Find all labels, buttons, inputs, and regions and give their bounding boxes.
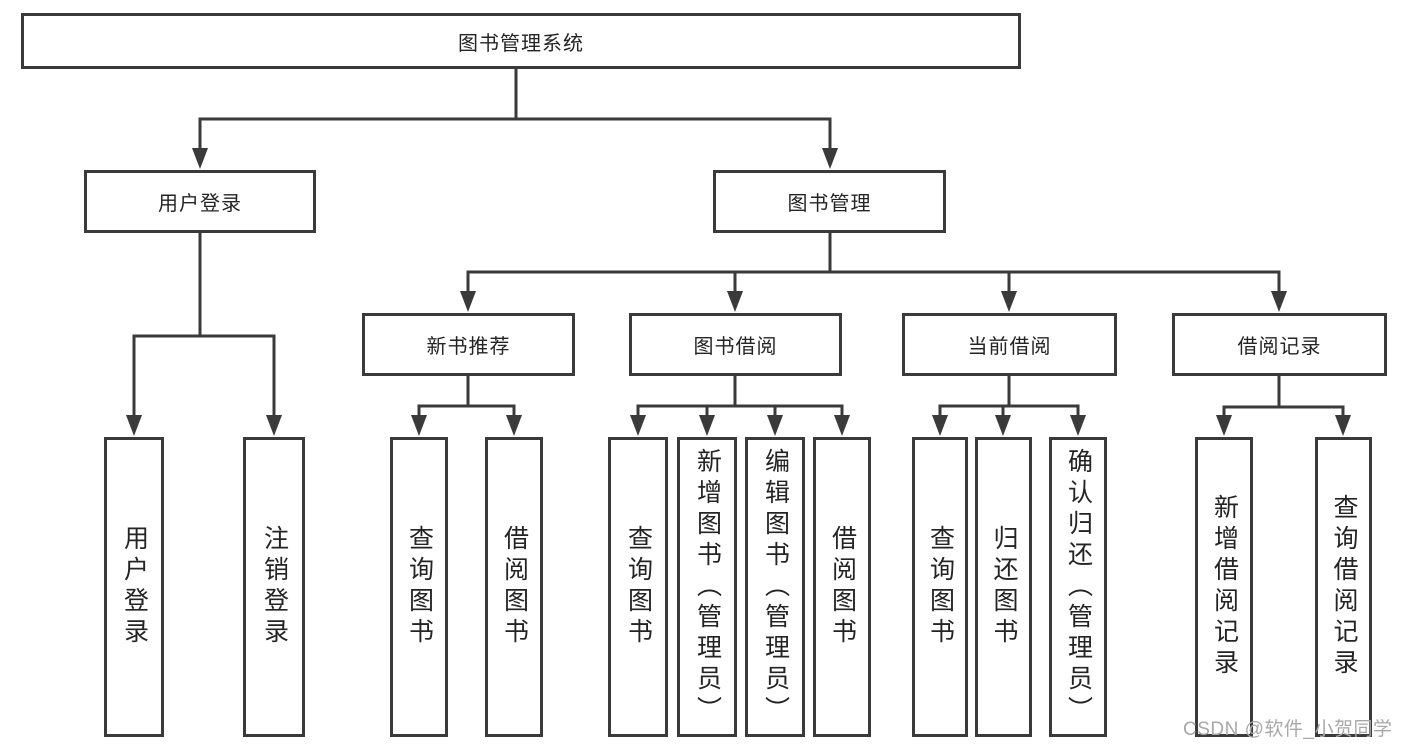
connector-current-borrow-children (938, 374, 1080, 420)
node-nb-query-books: 查询图书 (390, 437, 448, 737)
arrow-down-icon (995, 415, 1011, 436)
node-br-add-record: 新增借阅记录 (1195, 437, 1253, 737)
arrow-down-icon (630, 415, 646, 436)
arrow-down-icon (192, 148, 208, 169)
connector-new-book-children (417, 374, 516, 420)
connector-root-to-level2 (198, 67, 832, 152)
connector-user-login-children (132, 231, 276, 420)
node-book-borrow: 图书借阅 (629, 313, 842, 376)
node-borrow-records: 借阅记录 (1172, 313, 1387, 376)
node-bb-edit-books-admin: 编辑图书（管理员） (745, 437, 805, 737)
node-bb-borrow-books: 借阅图书 (813, 437, 871, 737)
node-bb-add-books-admin: 新增图书（管理员） (677, 437, 737, 737)
node-cb-confirm-return-admin: 确认归还（管理员） (1049, 437, 1107, 737)
connector-borrow-records-children (1222, 374, 1345, 420)
arrow-down-icon (460, 291, 476, 312)
arrow-down-icon (834, 415, 850, 436)
arrow-down-icon (767, 415, 783, 436)
arrow-down-icon (1216, 415, 1232, 436)
node-user-login: 用户登录 (84, 170, 316, 233)
arrow-down-icon (1070, 415, 1086, 436)
node-root-system: 图书管理系统 (21, 13, 1021, 69)
arrow-down-icon (1271, 291, 1287, 312)
arrow-down-icon (822, 148, 838, 169)
node-cb-return-books: 归还图书 (975, 437, 1032, 737)
arrow-down-icon (411, 415, 427, 436)
node-bb-query-books: 查询图书 (608, 437, 668, 737)
connector-book-borrow-children (636, 374, 844, 420)
node-book-management: 图书管理 (713, 170, 946, 233)
arrow-down-icon (266, 415, 282, 436)
node-nb-borrow-books: 借阅图书 (485, 437, 543, 737)
node-cb-query-books: 查询图书 (912, 437, 968, 737)
arrow-down-icon (699, 415, 715, 436)
arrow-down-icon (506, 415, 522, 436)
arrow-down-icon (126, 415, 142, 436)
node-new-book-recommend: 新书推荐 (362, 313, 575, 376)
node-user-login-leaf: 用户登录 (104, 437, 164, 737)
arrowheads (126, 148, 1351, 436)
connector-book-mgmt-to-level3 (466, 231, 1281, 296)
arrow-down-icon (727, 291, 743, 312)
arrow-down-icon (932, 415, 948, 436)
arrow-down-icon (1335, 415, 1351, 436)
csdn-watermark: CSDN @软件_小贺同学 (1183, 719, 1393, 740)
node-logout: 注销登录 (243, 437, 305, 737)
node-current-borrow: 当前借阅 (902, 313, 1117, 376)
arrow-down-icon (1001, 291, 1017, 312)
node-br-query-record: 查询借阅记录 (1315, 437, 1372, 737)
connector-lines (132, 67, 1345, 420)
